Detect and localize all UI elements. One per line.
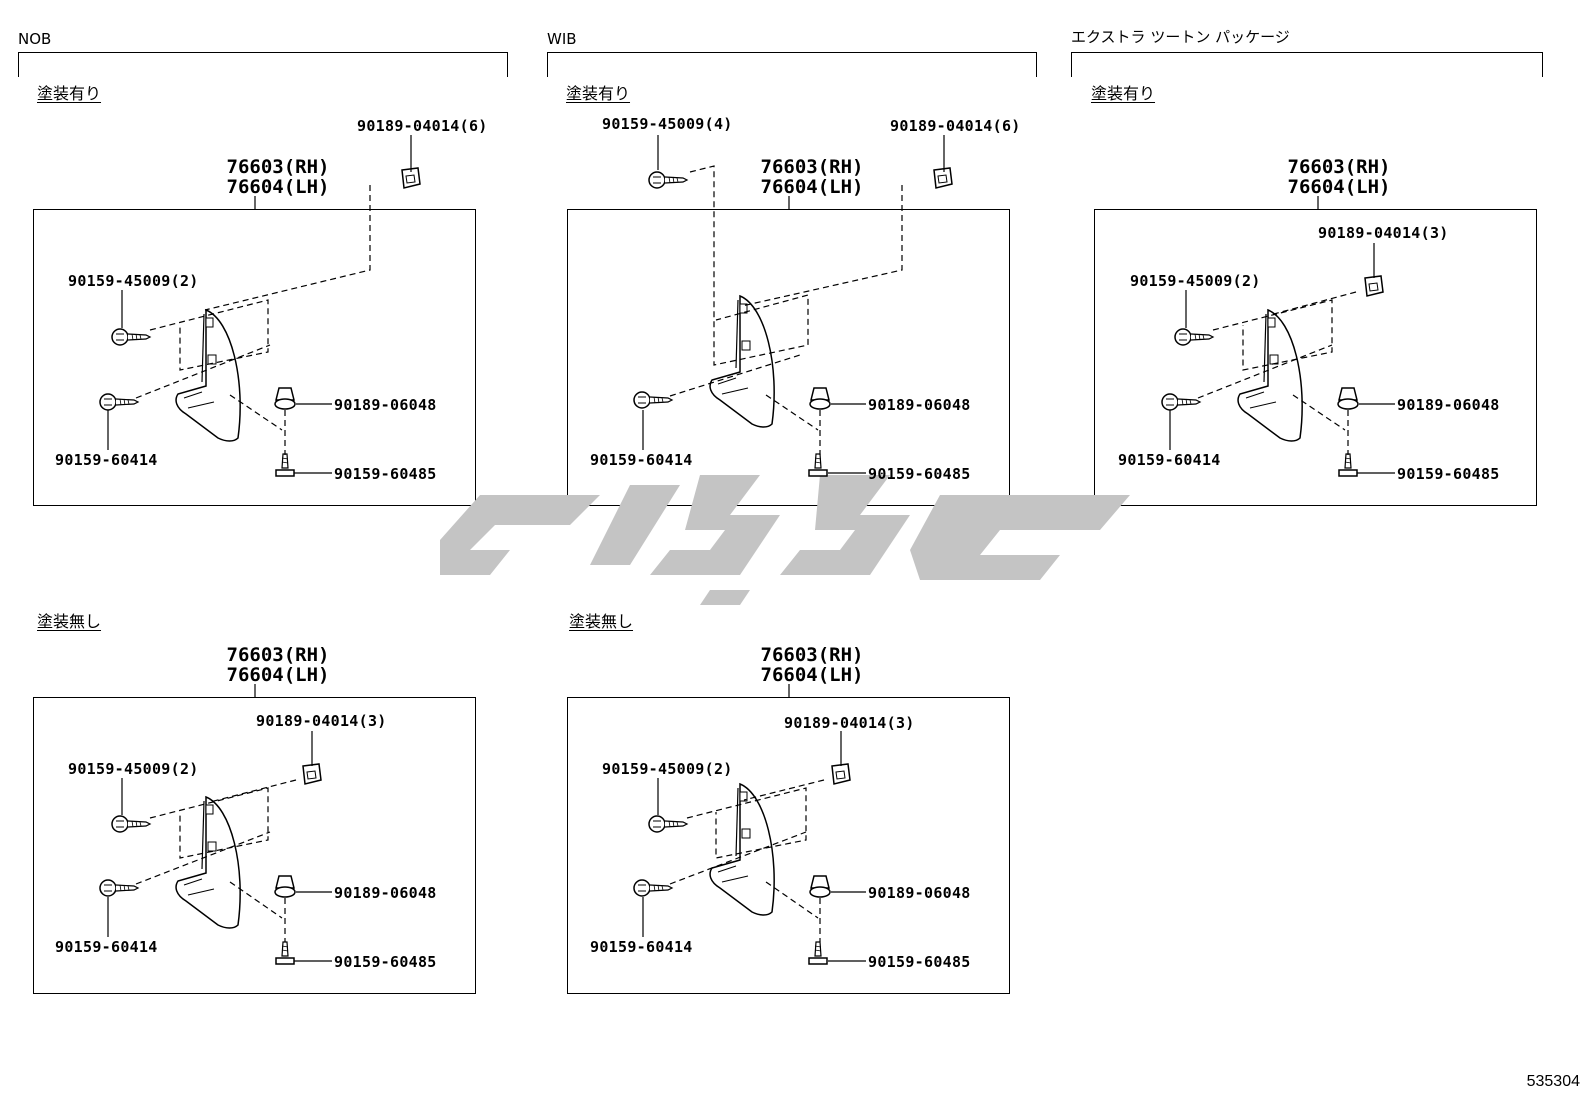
part-number-bolt: 90159-60485: [334, 953, 437, 971]
part-number-screw-lower: 90159-60414: [590, 451, 693, 469]
part-number-clip-right: 90189-06048: [868, 396, 971, 414]
part-number-screw-lower: 90159-60414: [55, 938, 158, 956]
subhead-unpainted-wib: 塗装無し: [569, 612, 634, 631]
panel-2-drawing: [633, 135, 953, 477]
subhead-painted-nob: 塗装有り: [37, 84, 102, 103]
part-number-bolt: 90159-60485: [334, 465, 437, 483]
part-number-main-rh: 76603(RH): [1287, 156, 1391, 178]
panel-1-drawing: [99, 135, 421, 477]
part-number-clip-top: 90189-04014(6): [357, 117, 488, 135]
part-number-clip-top: 90189-04014(6): [890, 117, 1021, 135]
part-number-screw-upper: 90159-45009(4): [602, 115, 733, 133]
group-bracket-nob: [18, 52, 508, 77]
part-number-clip-right: 90189-06048: [334, 396, 437, 414]
part-number-main-lh: 76604(LH): [1287, 176, 1391, 198]
group-bracket-extra-two-tone: [1071, 52, 1543, 77]
part-number-main-lh: 76604(LH): [760, 176, 864, 198]
part-number-clip-right: 90189-06048: [868, 884, 971, 902]
diagram-id: 535304: [1526, 1073, 1580, 1090]
part-number-main-lh: 76604(LH): [226, 664, 330, 686]
panel-frame-2: [567, 209, 1010, 506]
panel-5-drawing: [633, 684, 866, 965]
part-number-clip-top: 90189-04014(3): [1318, 224, 1449, 242]
part-number-main-rh: 76603(RH): [760, 156, 864, 178]
subhead-painted-wib: 塗装有り: [566, 84, 631, 103]
part-number-main-rh: 76603(RH): [226, 156, 330, 178]
watermark-logo: [440, 475, 1130, 605]
part-number-screw-lower: 90159-60414: [1118, 451, 1221, 469]
panel-3-drawing: [1161, 196, 1395, 477]
part-number-clip-right: 90189-06048: [1397, 396, 1500, 414]
group-label-extra-two-tone: エクストラ ツートン パッケージ: [1071, 28, 1290, 46]
panel-frame-1: [33, 209, 476, 506]
part-number-screw-lower: 90159-60414: [55, 451, 158, 469]
panel-frame-5: [567, 697, 1010, 994]
panel-frame-4: [33, 697, 476, 994]
subhead-painted-extra: 塗装有り: [1091, 84, 1156, 103]
subhead-unpainted-nob: 塗装無し: [37, 612, 102, 631]
part-number-bolt: 90159-60485: [868, 465, 971, 483]
part-number-screw-lower: 90159-60414: [590, 938, 693, 956]
part-number-main-lh: 76604(LH): [226, 176, 330, 198]
part-number-bolt: 90159-60485: [868, 953, 971, 971]
part-number-clip-top: 90189-04014(3): [784, 714, 915, 732]
part-number-clip-top: 90189-04014(3): [256, 712, 387, 730]
group-bracket-wib: [547, 52, 1037, 77]
part-number-main-lh: 76604(LH): [760, 664, 864, 686]
part-number-clip-right: 90189-06048: [334, 884, 437, 902]
group-label-nob: NOB: [18, 30, 52, 48]
panel-4-drawing: [99, 684, 332, 965]
part-number-screw-upper: 90159-45009(2): [602, 760, 733, 778]
part-number-screw-upper: 90159-45009(2): [68, 760, 199, 778]
group-label-wib: WIB: [547, 30, 577, 48]
panel-frame-3: [1094, 209, 1537, 506]
part-number-screw-upper: 90159-45009(2): [68, 272, 199, 290]
part-number-main-rh: 76603(RH): [760, 644, 864, 666]
part-number-main-rh: 76603(RH): [226, 644, 330, 666]
part-number-screw-upper: 90159-45009(2): [1130, 272, 1261, 290]
part-number-bolt: 90159-60485: [1397, 465, 1500, 483]
